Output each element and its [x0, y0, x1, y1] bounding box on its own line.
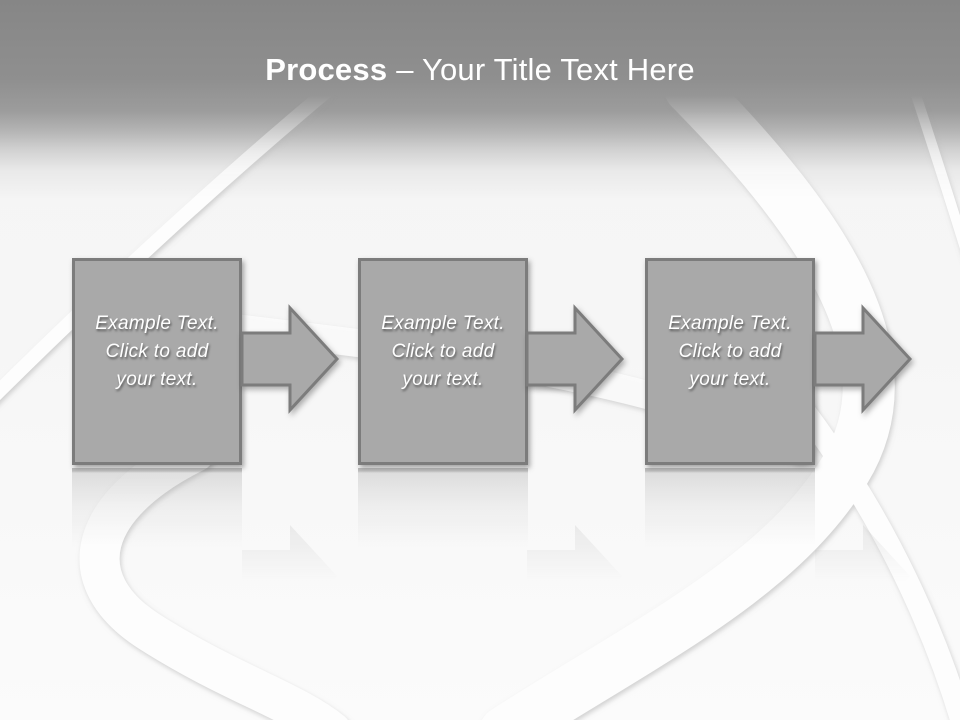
swirl-ribbon: [789, 394, 960, 720]
process-step-3: Example Text. Click to add your text.: [645, 258, 815, 550]
arrow-reflection: [527, 525, 622, 627]
step-text-line: Example Text.: [668, 313, 792, 334]
swirl-ribbon: [911, 90, 960, 249]
step-text-line: Click to add: [678, 341, 782, 362]
step-text-line: Example Text.: [95, 313, 219, 334]
arrow-reflection: [815, 525, 910, 627]
step-text-line: your text.: [402, 369, 484, 390]
title-emphasis: Process: [265, 52, 388, 87]
process-flow-arrow-3[interactable]: [813, 304, 913, 414]
title-band: [0, 0, 960, 198]
process-flow-arrow-2[interactable]: [525, 304, 625, 414]
process-step-2: Example Text. Click to add your text.: [358, 258, 528, 550]
box-reflection: [645, 468, 815, 550]
arrow-reflection: [242, 525, 337, 627]
process-step-box-1[interactable]: Example Text. Click to add your text.: [72, 258, 242, 465]
step-text-line: Click to add: [105, 341, 209, 362]
swirl-ribbon: [0, 8, 427, 401]
title-subtitle: – Your Title Text Here: [396, 52, 695, 87]
process-step-box-3[interactable]: Example Text. Click to add your text.: [645, 258, 815, 465]
process-step-1: Example Text. Click to add your text.: [72, 258, 242, 550]
process-step-box-2[interactable]: Example Text. Click to add your text.: [358, 258, 528, 465]
step-text-line: your text.: [689, 369, 771, 390]
step-text-line: Example Text.: [381, 313, 505, 334]
step-text-line: Click to add: [391, 341, 495, 362]
step-text-line: your text.: [116, 369, 198, 390]
slide-title[interactable]: Process– Your Title Text Here: [0, 52, 960, 88]
box-reflection: [72, 468, 242, 550]
process-flow-arrow-1[interactable]: [240, 304, 340, 414]
box-reflection: [358, 468, 528, 550]
